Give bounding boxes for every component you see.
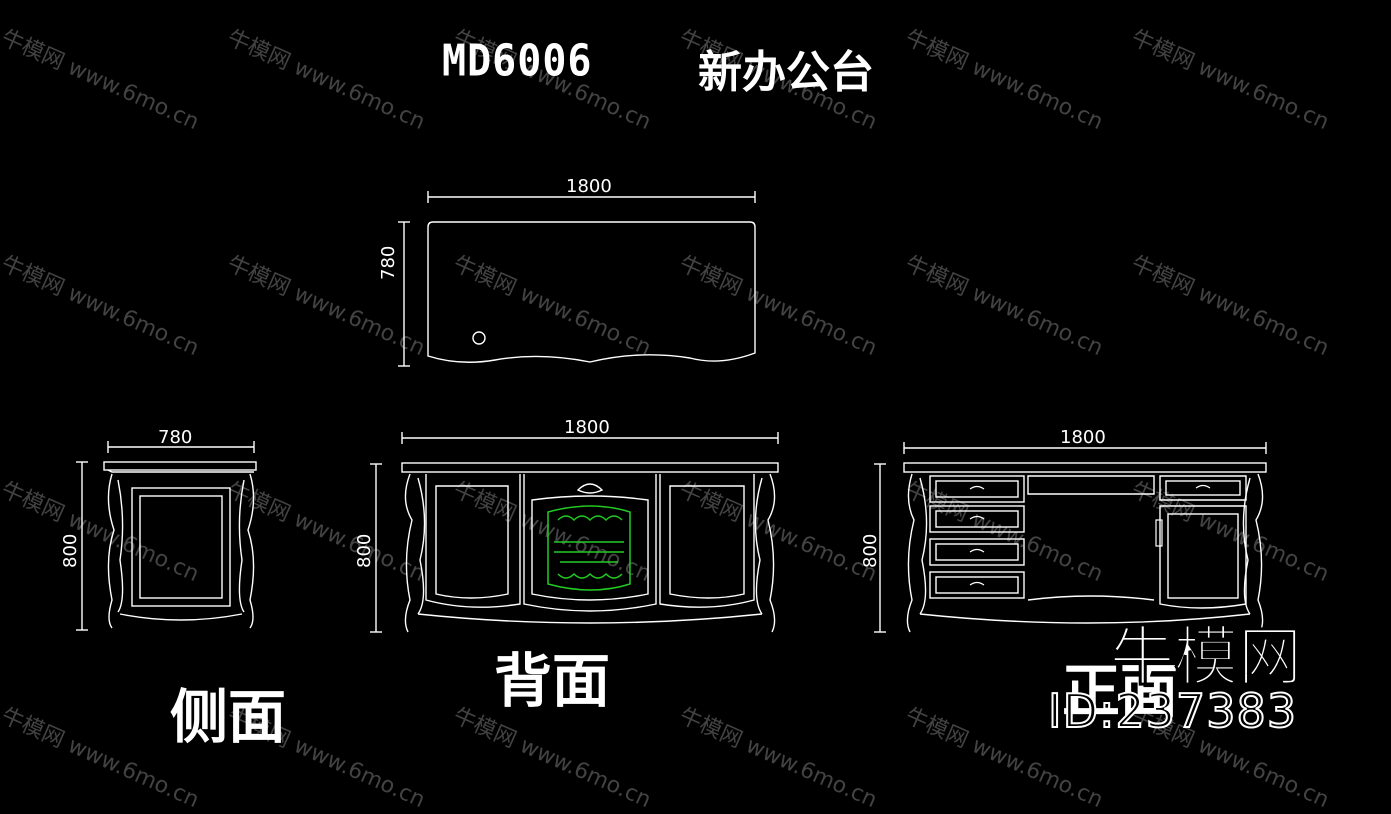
side-width-label: 780 — [158, 427, 193, 448]
front-view-label: 正面 — [1062, 657, 1179, 725]
back-view-label: 背面 — [494, 647, 611, 715]
model-number: MD6006 — [442, 35, 593, 87]
side-view — [76, 441, 257, 631]
drawing-title: 新办公台 — [698, 47, 874, 98]
drawer-handles — [969, 484, 1211, 586]
plan-depth-label: 780 — [378, 245, 399, 280]
back-width-label: 1800 — [564, 417, 610, 438]
back-carving — [547, 505, 631, 591]
back-view — [370, 432, 779, 633]
brand-logo: 牛模网 — [1110, 621, 1303, 696]
front-view — [874, 442, 1267, 633]
cad-drawing — [76, 191, 1267, 633]
plan-width-label: 1800 — [566, 176, 612, 197]
brand-id: ID:237383 — [1047, 683, 1298, 739]
plan-view — [398, 191, 756, 367]
back-height-label: 800 — [354, 533, 375, 568]
front-height-label: 800 — [860, 533, 881, 568]
side-view-label: 侧面 — [170, 683, 287, 751]
front-width-label: 1800 — [1060, 427, 1106, 448]
side-height-label: 800 — [60, 533, 81, 568]
